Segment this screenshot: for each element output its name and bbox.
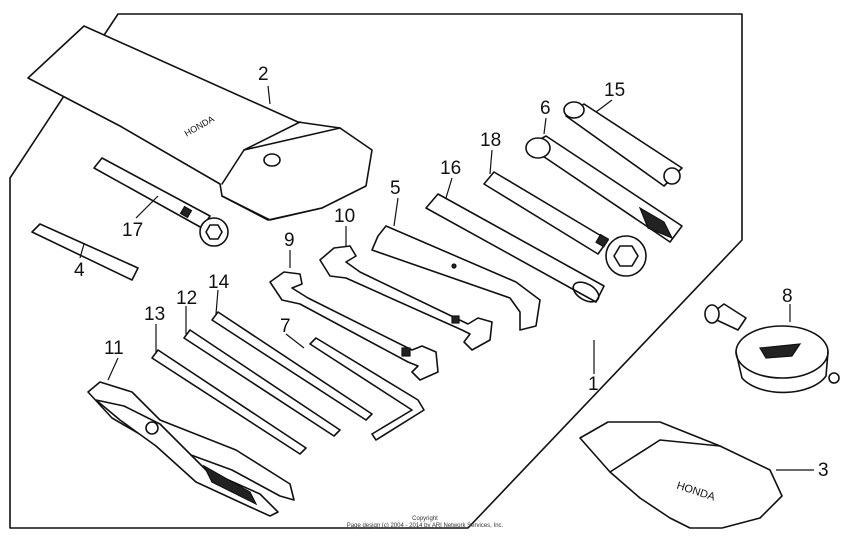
label-part-15: 15 bbox=[604, 80, 625, 101]
label-part-1: 1 bbox=[588, 374, 599, 395]
kit-boundary bbox=[9, 13, 743, 529]
label-part-4: 4 bbox=[74, 260, 85, 281]
label-part-13: 13 bbox=[144, 304, 165, 325]
copyright-line-1: Copyright bbox=[412, 516, 438, 522]
pouch-drawing: HONDA bbox=[579, 421, 783, 529]
leader-lines bbox=[79, 85, 814, 471]
label-part-16: 16 bbox=[440, 158, 461, 179]
box-wrench-18-drawing bbox=[483, 171, 647, 277]
label-part-6: 6 bbox=[540, 98, 551, 119]
spark-plug-wrench-drawing bbox=[525, 135, 683, 243]
label-part-9: 9 bbox=[284, 230, 295, 251]
screwdriver-14-drawing bbox=[211, 311, 373, 421]
label-part-8: 8 bbox=[782, 286, 793, 307]
open-wrench-9-drawing bbox=[269, 271, 439, 381]
label-part-2: 2 bbox=[258, 64, 269, 85]
spoke-tool-drawing bbox=[704, 303, 840, 394]
copyright-line-2: Page design (c) 2004 - 2014 by ARI Netwo… bbox=[347, 523, 504, 529]
label-part-7: 7 bbox=[280, 316, 291, 337]
feeler-strip-drawing bbox=[31, 223, 139, 281]
tool-bag-drawing: HONDA bbox=[27, 25, 373, 221]
label-part-3: 3 bbox=[818, 460, 829, 481]
screwdriver-13-drawing bbox=[151, 349, 307, 455]
screwdriver-12-drawing bbox=[183, 329, 341, 437]
label-part-17: 17 bbox=[122, 220, 143, 241]
label-part-14: 14 bbox=[208, 272, 230, 293]
box-wrench-drawing bbox=[93, 157, 229, 247]
hook-wrench-drawing bbox=[371, 225, 541, 331]
label-part-10: 10 bbox=[334, 206, 355, 227]
hex-key-drawing bbox=[309, 337, 425, 441]
flat-bar-drawing bbox=[425, 193, 605, 303]
handle-bar-drawing bbox=[563, 101, 683, 187]
label-part-12: 12 bbox=[176, 288, 197, 309]
label-part-5: 5 bbox=[390, 178, 401, 199]
pliers-drawing bbox=[87, 381, 295, 517]
open-wrench-10-drawing bbox=[319, 245, 493, 351]
label-part-11: 11 bbox=[104, 338, 124, 359]
label-part-18: 18 bbox=[480, 130, 501, 151]
